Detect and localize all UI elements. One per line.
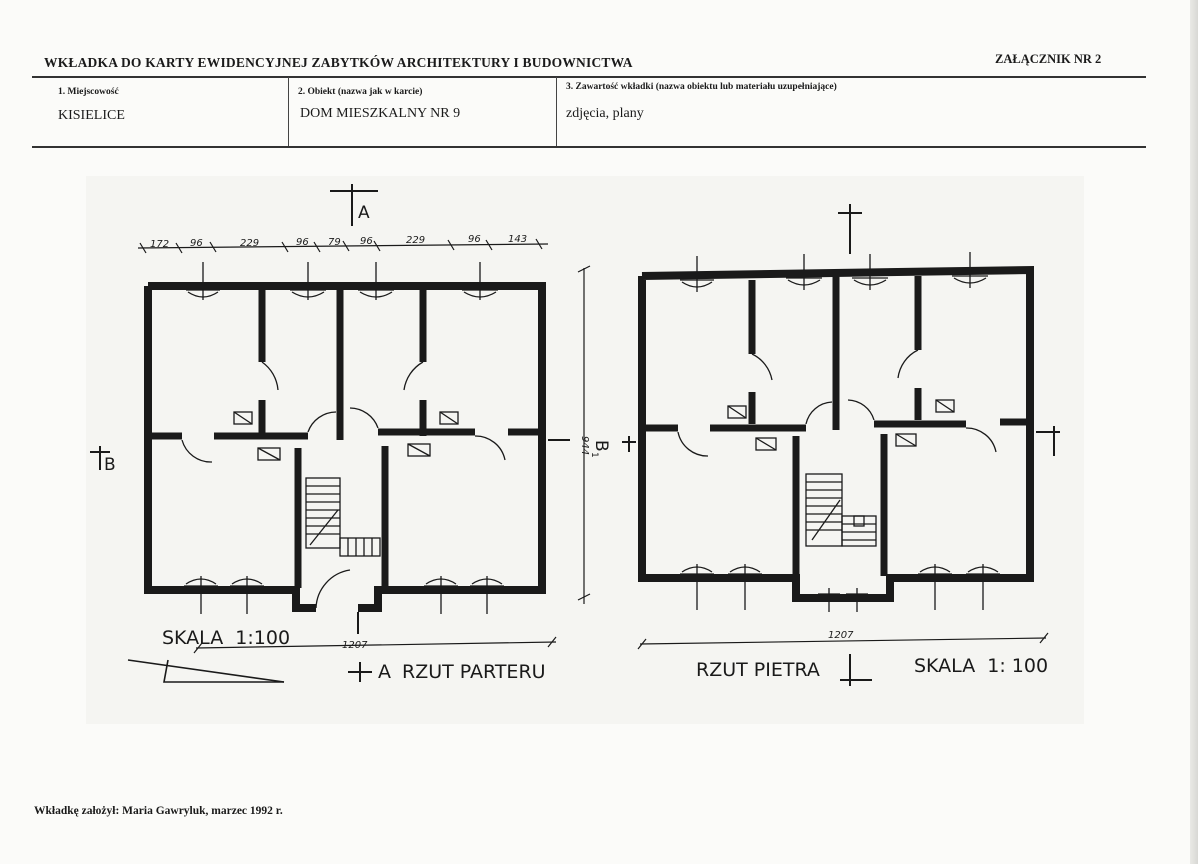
- plan-left-prefix: A: [378, 661, 391, 683]
- field-separator-2: [556, 77, 557, 146]
- annex-number: ZAŁĄCZNIK NR 2: [995, 52, 1102, 66]
- dim-96-b: 96: [296, 237, 309, 248]
- field-value-object: DOM MIESZKALNY NR 9: [300, 106, 461, 121]
- dim-96-a: 96: [190, 238, 203, 249]
- dim-229-a: 229: [240, 238, 259, 249]
- dim-96-d: 96: [468, 234, 481, 245]
- field-value-locality: KISIELICE: [58, 108, 125, 123]
- scale-left: SKALA 1:100: [162, 627, 290, 649]
- plan-right-title: RZUT PIETRA: [696, 659, 820, 681]
- header-bottom-rule: [32, 146, 1146, 148]
- section-b1-subscript: 1: [589, 452, 599, 458]
- field-label-object: 2. Obiekt (nazwa jak w karcie): [298, 87, 423, 97]
- section-b-label: B: [104, 455, 116, 475]
- section-b1-marker: B 1: [589, 440, 611, 458]
- dim-143: 143: [508, 234, 527, 245]
- field-separator-1: [288, 77, 289, 146]
- floor-plan-photo: [86, 176, 1084, 724]
- width-dimension-right: 1207: [828, 630, 854, 641]
- document-title: WKŁADKA DO KARTY EWIDENCYJNEJ ZABYTKÓW A…: [44, 55, 633, 70]
- ground-floor-plan: [144, 282, 546, 612]
- header-top-rule: [32, 76, 1146, 78]
- dim-172: 172: [150, 239, 169, 250]
- height-dimension: 944: [579, 436, 590, 455]
- dim-96-c: 96: [360, 236, 373, 247]
- scan-edge: [1190, 0, 1198, 864]
- dim-229-b: 229: [406, 235, 425, 246]
- scale-right: SKALA 1: 100: [914, 655, 1048, 677]
- dim-79: 79: [328, 237, 341, 248]
- footer-author: Wkładkę założył: Maria Gawryluk, marzec …: [34, 805, 283, 817]
- upper-floor-plan: [638, 265, 1034, 602]
- field-label-locality: 1. Miejscowość: [58, 87, 119, 97]
- section-a-label: A: [358, 203, 370, 223]
- plan-left-title: RZUT PARTERU: [402, 661, 546, 683]
- section-b1-label: B: [591, 440, 611, 452]
- width-dimension-left: 1207: [342, 640, 368, 651]
- field-value-contents: zdjęcia, plany: [566, 106, 644, 121]
- field-label-contents: 3. Zawartość wkładki (nazwa obiektu lub …: [566, 82, 837, 92]
